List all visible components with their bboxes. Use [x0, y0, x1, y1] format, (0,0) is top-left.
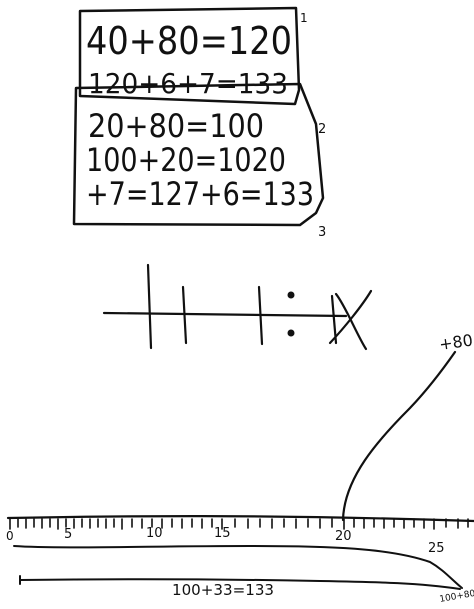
- jump-curve-upper: [13, 545, 463, 589]
- tick-label-5: 5: [64, 527, 72, 542]
- box-b-line3: +7=127+6=133: [86, 175, 314, 213]
- box-b-label-bottom: 3: [318, 225, 326, 240]
- tick-label-20: 20: [335, 529, 352, 544]
- box-b-outline: [72, 82, 325, 227]
- number-line: [6, 515, 474, 530]
- tick-label-10: 10: [146, 526, 163, 541]
- box-b-line1: 20+80=100: [88, 107, 264, 145]
- tick-label-0: 0: [6, 529, 14, 543]
- jump-arc: [341, 350, 457, 522]
- box-b-label-side: 2: [318, 122, 326, 137]
- tick-label-25: 25: [428, 541, 445, 556]
- end-label: 100+80: [439, 589, 474, 605]
- bottom-equation: 100+33=133: [172, 581, 274, 599]
- box-a-outline: [78, 6, 301, 106]
- tally-arrow-sketch: [102, 263, 373, 351]
- box-a-line1: 40+80=120: [86, 19, 292, 63]
- box-a-line2: 120+6+7=133: [88, 67, 288, 100]
- jump-curve-lower: [19, 578, 461, 590]
- box-a-label: 1: [300, 11, 308, 25]
- tick-label-15: 15: [214, 526, 231, 541]
- box-b-line2: 100+20=1020: [86, 141, 286, 179]
- jump-label: +80: [438, 330, 474, 354]
